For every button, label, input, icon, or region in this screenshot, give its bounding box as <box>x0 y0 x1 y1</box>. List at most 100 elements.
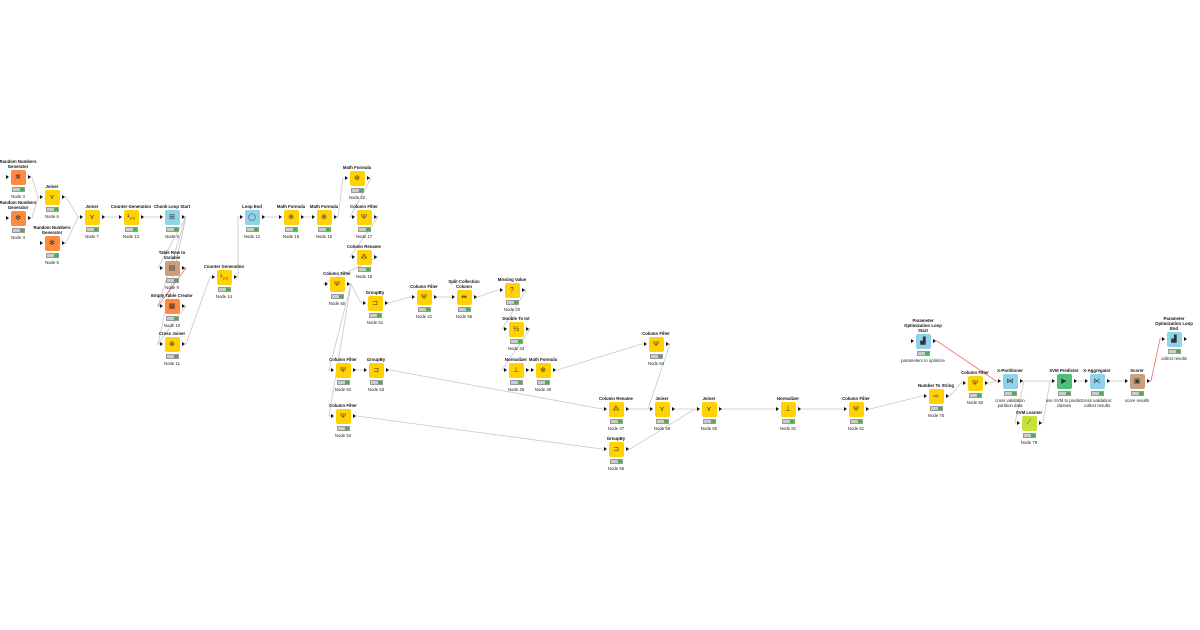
node-n53[interactable]: GroupBy ⊐ Node 53 <box>356 357 396 392</box>
input-port[interactable] <box>1124 379 1128 383</box>
output-port[interactable] <box>373 255 377 259</box>
node-label[interactable]: Node 52 <box>334 386 352 392</box>
table-icon[interactable]: ▦ <box>159 298 185 314</box>
node-n81[interactable]: Normalizer ⊥ Node 81 <box>768 396 808 431</box>
question-icon[interactable]: ? <box>499 282 525 298</box>
counter-icon[interactable]: ¹₂₃ <box>118 209 144 225</box>
node-label[interactable]: cross validation: collect results <box>1081 397 1113 408</box>
input-port[interactable] <box>159 304 163 308</box>
node-label[interactable]: Node 3 <box>11 193 25 199</box>
node-label[interactable]: Node 34 <box>507 345 525 351</box>
input-port[interactable] <box>118 215 122 219</box>
input-port[interactable] <box>39 195 43 199</box>
joiner-icon[interactable]: ⋎ <box>39 189 65 205</box>
node-label[interactable]: Node 46 <box>534 386 552 392</box>
input-port[interactable] <box>843 407 847 411</box>
output-port[interactable] <box>932 339 936 343</box>
input-port[interactable] <box>5 216 9 220</box>
output-port[interactable] <box>261 215 265 219</box>
output-port[interactable] <box>181 342 185 346</box>
table-variable-icon[interactable]: ▤ <box>159 260 185 276</box>
input-port[interactable] <box>1084 379 1088 383</box>
output-port[interactable] <box>671 407 675 411</box>
output-port[interactable] <box>625 447 629 451</box>
input-port[interactable] <box>239 215 243 219</box>
input-port[interactable] <box>5 175 9 179</box>
input-port[interactable] <box>910 339 914 343</box>
node-label[interactable]: Node 5 <box>45 259 59 265</box>
node-label[interactable]: Node 82 <box>966 399 984 405</box>
convert-icon[interactable]: ½ <box>503 321 529 337</box>
node-label[interactable]: Node 51 <box>366 319 384 325</box>
node-label[interactable]: Node 17 <box>355 233 373 239</box>
node-n79[interactable]: SVM Learner ⟋ Node 79 <box>1009 410 1049 445</box>
input-port[interactable] <box>324 282 328 286</box>
output-port[interactable] <box>525 327 529 331</box>
node-label[interactable]: Node 9 <box>165 284 179 290</box>
rename-icon[interactable]: ⁂ <box>603 401 629 417</box>
output-port[interactable] <box>384 301 388 305</box>
aggregator-icon[interactable]: ⋉ <box>1084 373 1110 389</box>
output-port[interactable] <box>181 304 185 308</box>
groupby-icon[interactable]: ⊐ <box>362 295 388 311</box>
output-port[interactable] <box>552 368 556 372</box>
node-label[interactable]: Node 47 <box>607 425 625 431</box>
chart-icon[interactable]: ▟ <box>1161 331 1187 347</box>
input-port[interactable] <box>649 407 653 411</box>
output-port[interactable] <box>233 275 237 279</box>
node-label[interactable]: cross validation partition data <box>995 397 1025 408</box>
node-n47[interactable]: Column Rename ⁂ Node 47 <box>596 396 636 431</box>
node-n50[interactable]: Column Filter Ψ Node 50 <box>317 271 357 306</box>
node-label[interactable]: Node 75 <box>927 412 945 418</box>
partition-icon[interactable]: ⋈ <box>997 373 1023 389</box>
node-n21[interactable]: Column Filter Ψ Node 21 <box>404 284 444 319</box>
input-port[interactable] <box>39 241 43 245</box>
output-port[interactable] <box>665 342 669 346</box>
node-svmp[interactable]: SVM Predictor ▶ use SVM to predict class… <box>1044 368 1084 408</box>
filter-icon[interactable]: Ψ <box>330 408 356 424</box>
output-port[interactable] <box>1073 379 1077 383</box>
node-label[interactable]: Node 61 <box>847 425 865 431</box>
dice-icon[interactable]: ✻ <box>5 169 31 185</box>
node-label[interactable]: Node 15 <box>282 233 300 239</box>
node-label[interactable]: Node 45 <box>507 386 525 392</box>
node-n11[interactable]: Cross Joiner ⊗ Node 11 <box>152 331 192 366</box>
joiner-icon[interactable]: ⋎ <box>79 209 105 225</box>
input-port[interactable] <box>451 295 455 299</box>
node-label[interactable]: Node 79 <box>1020 439 1038 445</box>
node-label[interactable]: Node 56 <box>455 313 473 319</box>
loop-start-icon[interactable]: ⊞ <box>159 209 185 225</box>
output-port[interactable] <box>181 215 185 219</box>
node-xagg[interactable]: X-Aggregator ⋉ cross validation: collect… <box>1077 368 1117 408</box>
filter-icon[interactable]: Ψ <box>843 401 869 417</box>
node-label[interactable]: collect results <box>1160 355 1188 361</box>
node-n22[interactable]: Math Formula ⊕ Node 22 <box>337 165 377 200</box>
predictor-icon[interactable]: ▶ <box>1051 373 1077 389</box>
node-label[interactable]: Node 22 <box>348 194 366 200</box>
filter-icon[interactable]: Ψ <box>411 289 437 305</box>
loop-end-icon[interactable]: ◯ <box>239 209 265 225</box>
node-n46[interactable]: Math Formula ⊕ Node 46 <box>523 357 563 392</box>
output-port[interactable] <box>797 407 801 411</box>
input-port[interactable] <box>530 368 534 372</box>
output-port[interactable] <box>521 288 525 292</box>
filter-icon[interactable]: Ψ <box>962 375 988 391</box>
output-port[interactable] <box>385 368 389 372</box>
input-port[interactable] <box>503 327 507 331</box>
output-port[interactable] <box>473 295 477 299</box>
output-port[interactable] <box>1146 379 1150 383</box>
node-n3[interactable]: Random Numbers Generator ✻ Node 3 <box>0 159 38 199</box>
output-port[interactable] <box>300 215 304 219</box>
node-n51[interactable]: GroupBy ⊐ Node 51 <box>355 290 395 325</box>
input-port[interactable] <box>351 215 355 219</box>
node-pend[interactable]: Parameter Optimization Loop End ▟ collec… <box>1154 316 1194 361</box>
node-label[interactable]: Node 7 <box>85 233 99 239</box>
output-port[interactable] <box>1038 421 1042 425</box>
output-port[interactable] <box>333 215 337 219</box>
split-icon[interactable]: ⇹ <box>451 289 477 305</box>
output-port[interactable] <box>1183 337 1187 341</box>
input-port[interactable] <box>603 447 607 451</box>
input-port[interactable] <box>362 301 366 305</box>
math-icon[interactable]: ⊕ <box>344 170 370 186</box>
node-label[interactable]: score results <box>1124 397 1150 403</box>
